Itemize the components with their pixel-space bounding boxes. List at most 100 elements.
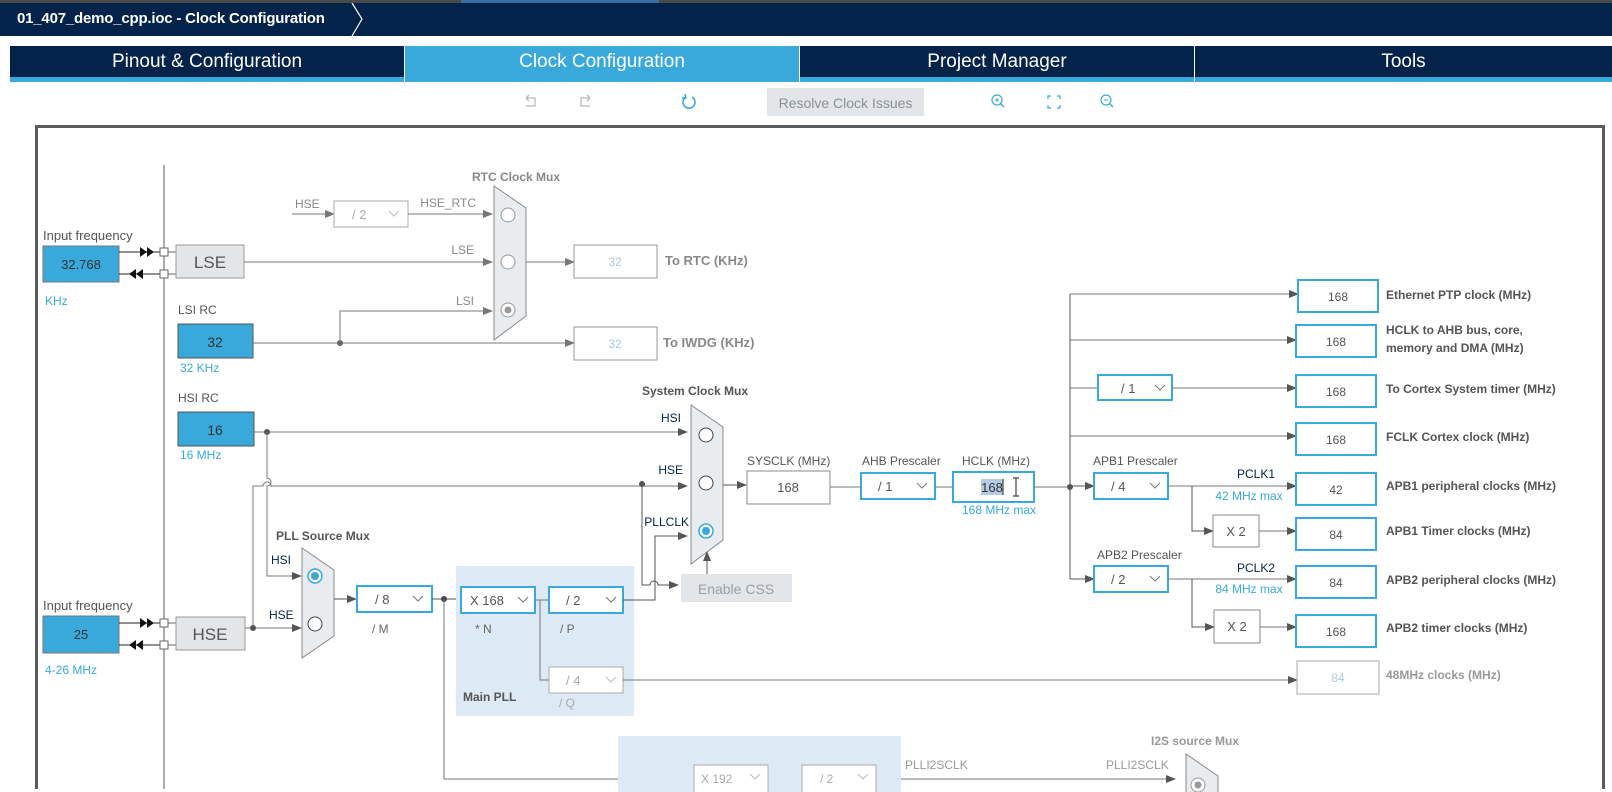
lsi-unit: 32 KHz: [180, 361, 219, 375]
hse-pin-in: [159, 618, 169, 628]
output-label: FCLK Cortex clock (MHz): [1386, 430, 1529, 444]
pclk2-label: PCLK2: [1237, 561, 1275, 575]
sysclk-mux-hsi-radio[interactable]: [698, 427, 714, 443]
hclk-max-label: 168 MHz max: [962, 503, 1036, 517]
output-value: 168: [1326, 385, 1346, 399]
iwdg-output-field[interactable]: [573, 326, 658, 361]
pclk1-label: PCLK1: [1237, 467, 1275, 481]
output-apb1-timer: 84 APB1 Timer clocks (MHz): [1295, 517, 1531, 551]
undo-icon[interactable]: [520, 92, 542, 112]
sysclk-mux-hse-radio[interactable]: [698, 475, 714, 491]
output-value: 42: [1329, 483, 1343, 497]
fit-screen-icon[interactable]: [1043, 92, 1065, 112]
output-value-field[interactable]: [1295, 374, 1377, 408]
hse-input-value: 25: [74, 627, 88, 642]
pll-source-hse-radio[interactable]: [307, 616, 323, 632]
pll-q-value: / 4: [566, 673, 580, 688]
lse-block[interactable]: [175, 244, 245, 279]
hsi-label: HSI RC: [178, 391, 219, 405]
output-value-field[interactable]: [1295, 614, 1377, 648]
hse-input-frequency-field[interactable]: [42, 615, 120, 654]
output-value-field[interactable]: [1295, 517, 1377, 551]
tab-tools[interactable]: Tools: [1195, 46, 1612, 82]
output-value: 84: [1331, 671, 1345, 685]
lse-block-label: LSE: [194, 253, 226, 272]
apb2-max-label: 84 MHz max: [1215, 582, 1282, 596]
chevron-down-icon: [605, 596, 617, 603]
output-value-field[interactable]: [1295, 422, 1377, 456]
tab-pinout-configuration[interactable]: Pinout & Configuration: [10, 46, 404, 82]
apb2-prescaler-label: APB2 Prescaler: [1097, 548, 1182, 562]
resolve-clock-issues-button[interactable]: Resolve Clock Issues: [767, 88, 924, 116]
pll-q-label: / Q: [559, 696, 575, 710]
apb1-prescaler-select[interactable]: [1093, 472, 1169, 500]
hse-in-arrow-icon: [129, 640, 143, 650]
ahb-prescaler-label: AHB Prescaler: [862, 454, 941, 468]
pll-p-value: / 2: [566, 593, 580, 608]
chevron-down-icon: [412, 595, 424, 602]
chevron-down-icon: [1149, 482, 1161, 489]
pll-q-divider-select[interactable]: [548, 666, 624, 694]
apb1-max-label: 42 MHz max: [1215, 489, 1282, 503]
lsi-rc-block[interactable]: [177, 323, 254, 359]
output-value: 168: [1326, 335, 1346, 349]
hclk-label: HCLK (MHz): [962, 454, 1030, 468]
lse-input-frequency-field[interactable]: [42, 245, 120, 283]
apb1-timer-multiplier-value: X 2: [1226, 524, 1246, 539]
pll-source-hse-label: HSE: [269, 608, 294, 622]
system-clock-mux-title: System Clock Mux: [642, 384, 748, 398]
iwdg-output-value: 32: [608, 337, 622, 351]
plli2s-r-divider-select[interactable]: [801, 764, 877, 792]
rtc-mux-lse-radio[interactable]: [500, 254, 516, 270]
output-label: APB2 timer clocks (MHz): [1386, 621, 1527, 635]
pll-n-label: * N: [475, 622, 492, 636]
radio-selected-dot: [1194, 781, 1202, 789]
lse-unit: KHz: [45, 294, 68, 308]
hclk-value: 168: [981, 480, 1003, 495]
apb2-prescaler-select[interactable]: [1093, 565, 1169, 593]
tab-clock-configuration[interactable]: Clock Configuration: [405, 46, 799, 82]
rtc-hse-divider-select[interactable]: [333, 200, 409, 228]
i2s-source-mux-title: I2S source Mux: [1151, 734, 1239, 748]
output-value-field[interactable]: [1295, 324, 1377, 358]
output-value: 84: [1329, 528, 1343, 542]
iwdg-output-label: To IWDG (KHz): [663, 335, 754, 350]
hse-block[interactable]: [175, 616, 246, 651]
pll-m-divider-select[interactable]: [356, 585, 433, 613]
pll-p-divider-select[interactable]: [548, 586, 624, 614]
enable-css-button[interactable]: [681, 574, 792, 602]
rtc-output-field[interactable]: [573, 244, 658, 279]
main-tabs: Pinout & Configuration Clock Configurati…: [10, 46, 1612, 82]
rtc-mux-hse-radio[interactable]: [500, 207, 516, 223]
output-value-field[interactable]: [1297, 279, 1379, 313]
output-label: 48MHz clocks (MHz): [1386, 668, 1501, 682]
zoom-out-icon[interactable]: [1097, 92, 1119, 112]
tab-separator: [1194, 46, 1195, 77]
pll-n-multiplier-select[interactable]: [460, 586, 536, 614]
output-label: To Cortex System timer (MHz): [1386, 382, 1556, 396]
output-value-field[interactable]: [1296, 660, 1380, 695]
chevron-down-icon: [749, 773, 761, 780]
output-value-field[interactable]: [1295, 472, 1377, 506]
refresh-icon[interactable]: [678, 92, 700, 112]
output-label: APB2 peripheral clocks (MHz): [1386, 573, 1556, 587]
rtc-output-label: To RTC (KHz): [665, 253, 748, 268]
zoom-in-icon[interactable]: [988, 92, 1010, 112]
chevron-down-icon: [857, 773, 869, 780]
output-value-field[interactable]: [1295, 565, 1377, 599]
ahb-prescaler-select[interactable]: [860, 472, 936, 500]
plli2sclk-label: PLLI2SCLK: [905, 758, 968, 772]
chevron-down-icon: [388, 210, 400, 217]
hsi-rc-block[interactable]: [177, 411, 255, 447]
redo-icon[interactable]: [574, 92, 596, 112]
output-label: HCLK to AHB bus, core,: [1386, 323, 1523, 337]
tab-project-manager[interactable]: Project Manager: [800, 46, 1194, 82]
output-ethernet-ptp: 168 Ethernet PTP clock (MHz): [1297, 279, 1531, 313]
cortex-timer-divider-value: / 1: [1121, 381, 1135, 396]
hsi-value: 16: [207, 422, 223, 438]
rtc-hse-divider-value: / 2: [352, 207, 366, 222]
chevron-down-icon: [517, 596, 529, 603]
pll-source-mux-title: PLL Source Mux: [276, 529, 370, 543]
clock-tree-diagram: Input frequency 32.768 KHz LSE LSE HSE /…: [42, 165, 1556, 792]
lse-in-arrow-icon: [129, 269, 143, 279]
